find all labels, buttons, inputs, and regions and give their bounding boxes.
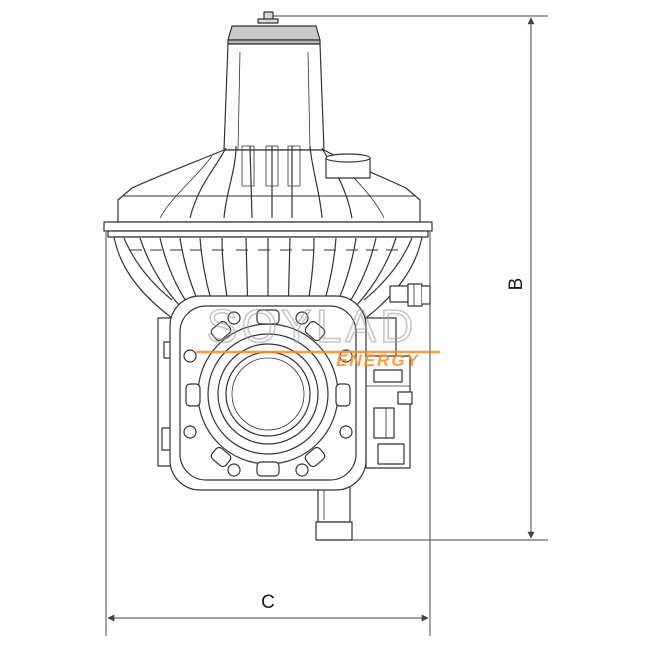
- width-dimension-label: C: [261, 592, 275, 613]
- top-cap: [227, 25, 321, 41]
- watermark-tagline: ENERGY: [336, 351, 420, 370]
- adjusting-screw: [257, 11, 279, 24]
- regulator-drawing: [103, 11, 433, 541]
- diaphragm-flange: [103, 221, 433, 238]
- side-fitting: [389, 283, 431, 307]
- spring-housing: [223, 43, 325, 151]
- diaphragm-dome: [117, 145, 421, 223]
- dome-side-boss: [325, 153, 371, 179]
- height-dimension-label: B: [506, 278, 527, 291]
- inlet-flange: [169, 295, 367, 491]
- watermark-logo: SOYLAD ENERGY: [196, 299, 440, 370]
- flange-bolt-holes: [183, 309, 353, 477]
- watermark-brand: SOYLAD: [207, 300, 418, 352]
